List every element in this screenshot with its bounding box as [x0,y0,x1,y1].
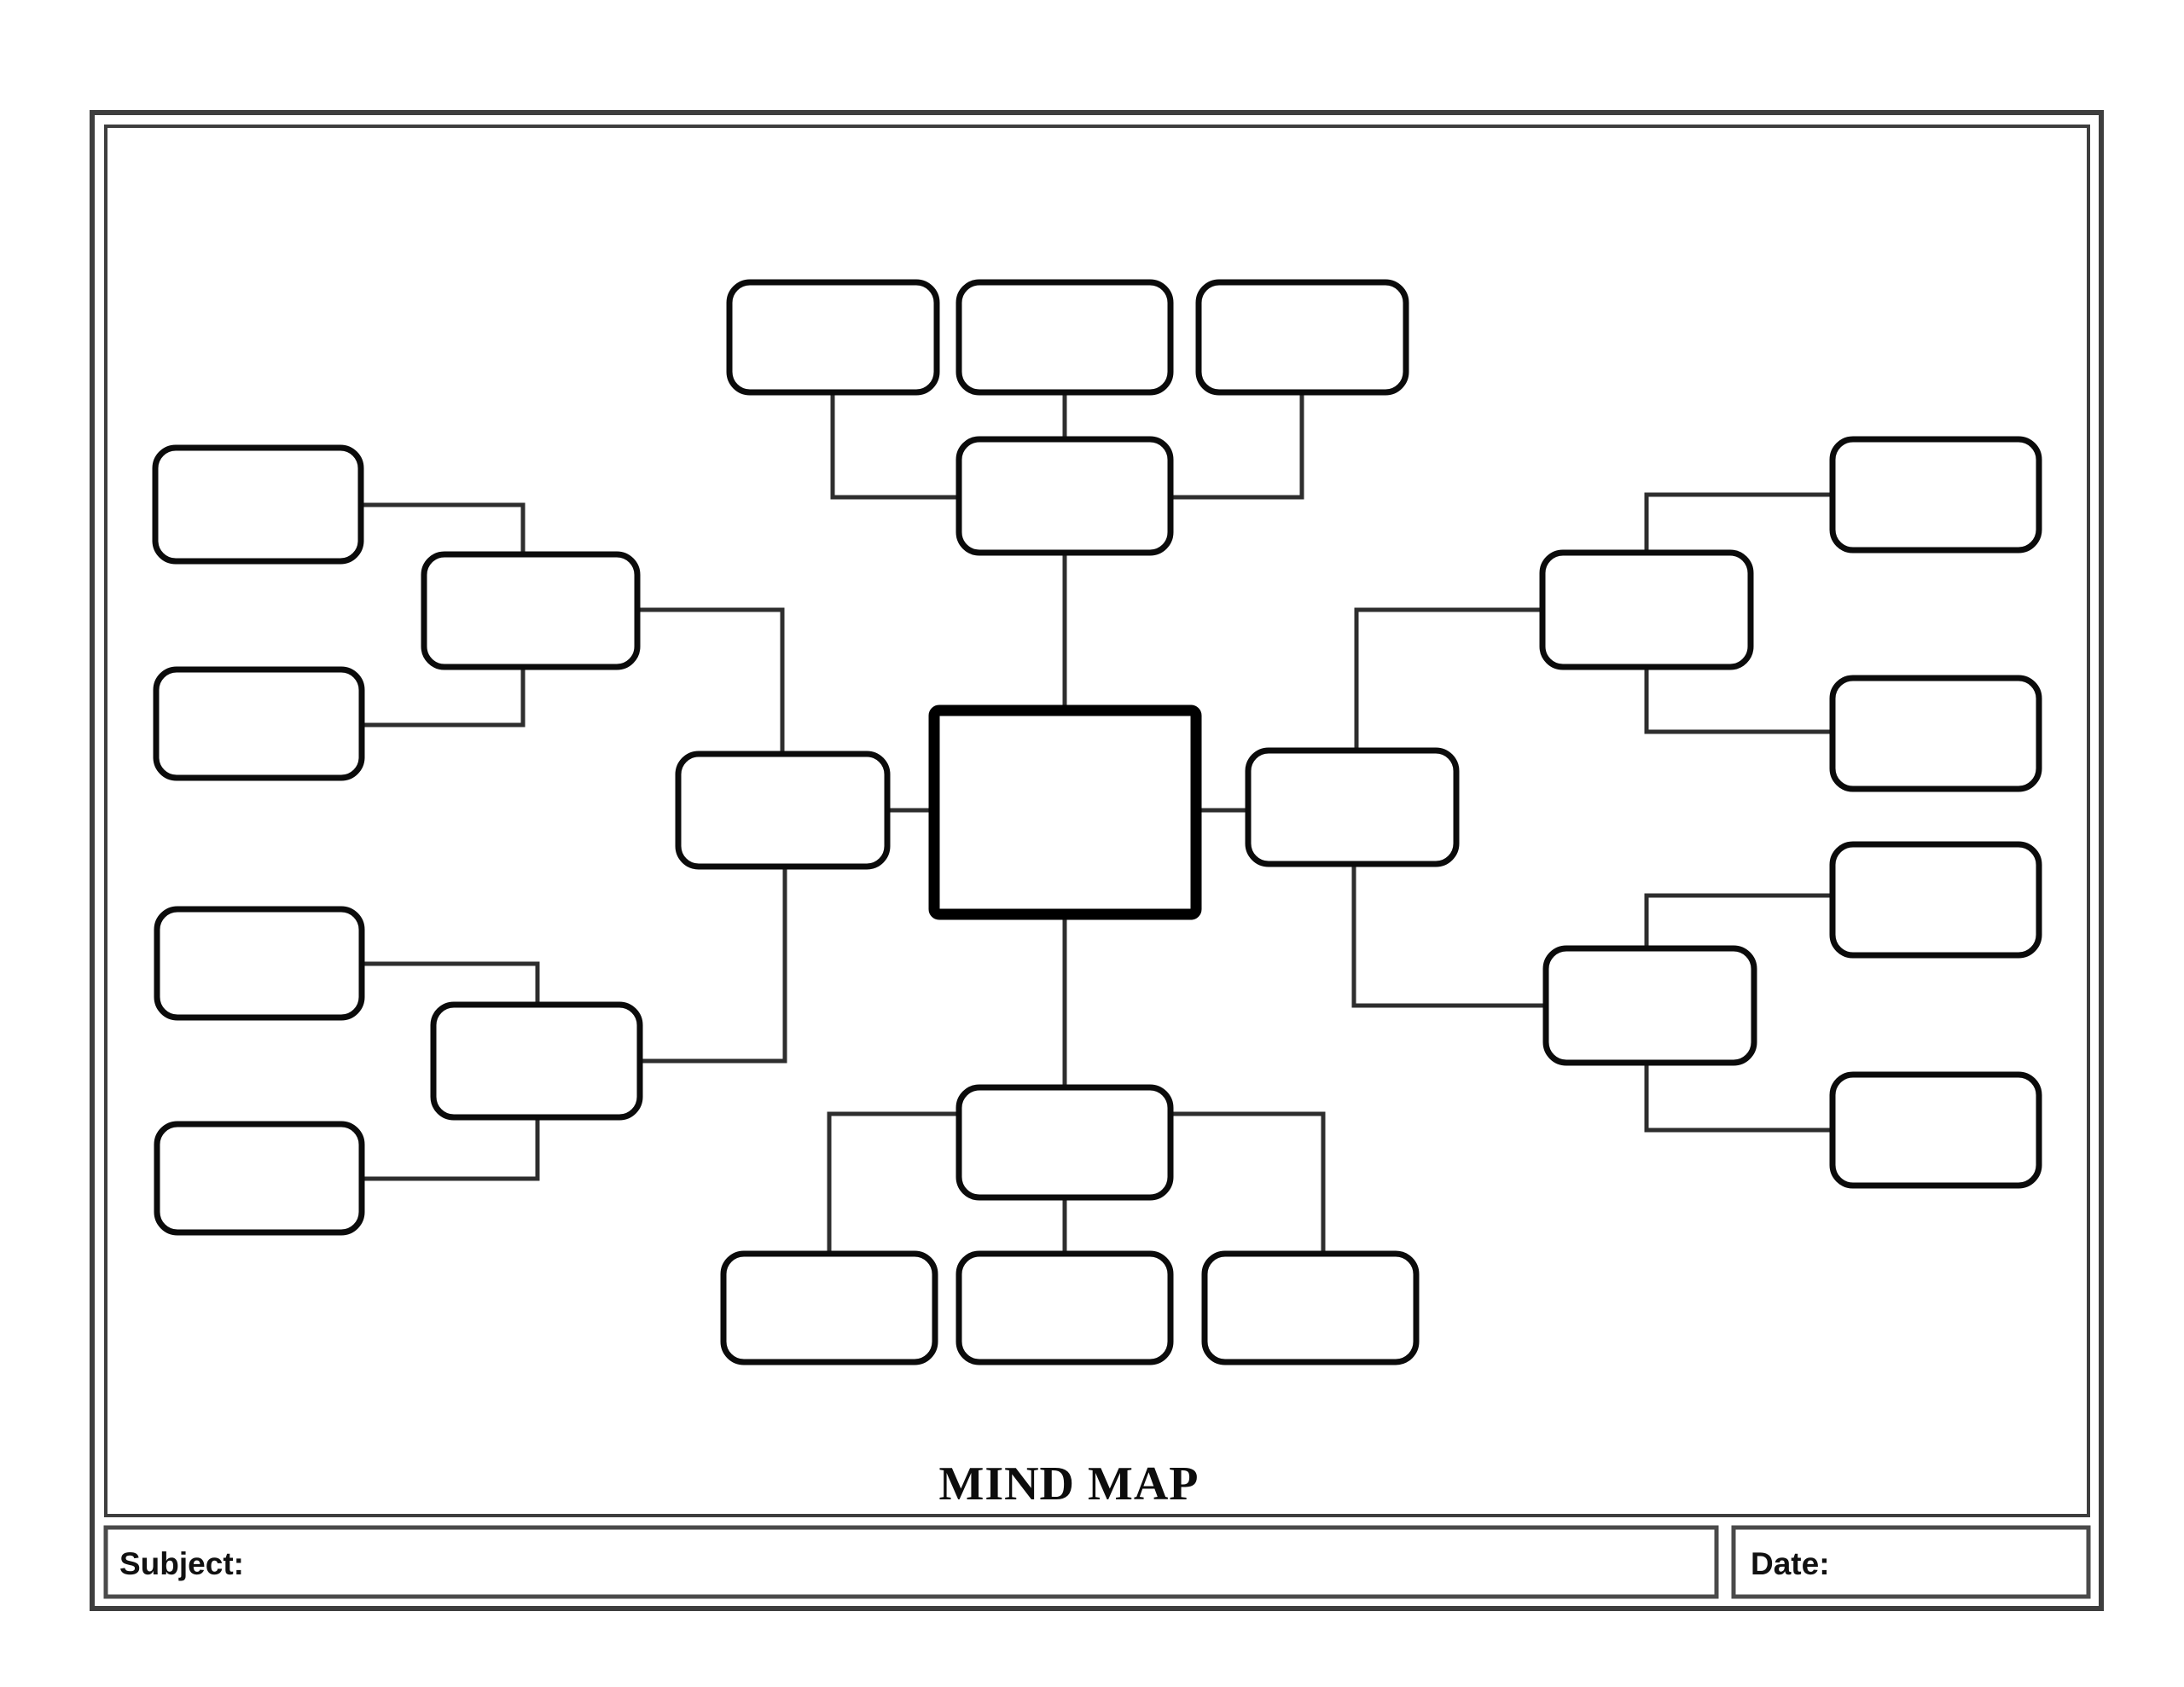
connector-right-main--lower-right-hub [1351,864,1546,1008]
connector-right-main--upper-right-hub [1354,607,1542,751]
frame-outer-border [90,110,2104,1611]
node-top-leaf-2[interactable] [956,279,1174,396]
node-bottom-leaf-2[interactable] [956,1250,1174,1365]
connector-upper-left-hub--left-main [637,607,785,754]
connector-lower-right-hub--lower-right-leaf-1 [1644,893,1833,948]
node-upper-right-hub[interactable] [1539,549,1754,670]
node-upper-right-leaf-2[interactable] [1829,675,2042,792]
node-lower-left-leaf-1[interactable] [154,906,365,1021]
frame-inner-border [104,125,2090,1517]
connector-bottom-main--bottom-leaf-3 [1170,1111,1326,1254]
date-label: Date: [1751,1546,1830,1581]
connector-top-leaf-3--top-main [1170,392,1304,500]
page-frame [90,110,2104,1611]
node-lower-right-hub[interactable] [1542,945,1757,1066]
connector-top-leaf-1--top-main [830,392,959,500]
connector-lines [361,392,1833,1254]
node-top-leaf-1[interactable] [726,279,940,396]
mind-map-nodes [152,279,2042,1365]
node-right-main[interactable] [1245,747,1460,867]
connector-upper-right-hub--upper-right-leaf-2 [1644,667,1833,734]
subject-field[interactable] [103,1525,1719,1599]
connector-lower-right-hub--lower-right-leaf-2 [1644,1063,1833,1133]
page-title: MIND MAP [938,1458,1199,1510]
connector-upper-left-hub--upper-left-leaf-2 [362,667,526,728]
subject-label: Subject: [119,1546,244,1581]
node-upper-right-leaf-1[interactable] [1829,436,2042,554]
connector-upper-right-hub--upper-right-leaf-1 [1644,492,1833,553]
connector-bottom-main--bottom-leaf-1 [827,1111,959,1254]
node-bottom-leaf-1[interactable] [720,1250,938,1365]
connector-lower-left-hub--lower-left-leaf-2 [362,1117,540,1181]
node-upper-left-leaf-1[interactable] [152,444,364,565]
date-field[interactable] [1731,1525,2091,1599]
node-top-main[interactable] [956,436,1174,556]
node-lower-left-leaf-2[interactable] [154,1121,365,1236]
connector-lower-left-leaf-1--lower-left-hub [362,961,540,1005]
node-left-main[interactable] [675,751,891,870]
node-center[interactable] [928,704,1202,920]
node-upper-left-leaf-2[interactable] [153,666,365,781]
node-upper-left-hub[interactable] [421,551,641,670]
node-bottom-leaf-3[interactable] [1201,1250,1420,1365]
node-lower-right-leaf-1[interactable] [1829,841,2042,959]
node-lower-left-hub[interactable] [430,1001,643,1121]
connector-upper-left-leaf-1--upper-left-hub [361,502,526,554]
node-top-leaf-3[interactable] [1195,279,1409,396]
node-bottom-main[interactable] [956,1084,1174,1201]
connector-lower-left-hub--left-main [640,867,787,1064]
node-lower-right-leaf-2[interactable] [1829,1071,2042,1189]
